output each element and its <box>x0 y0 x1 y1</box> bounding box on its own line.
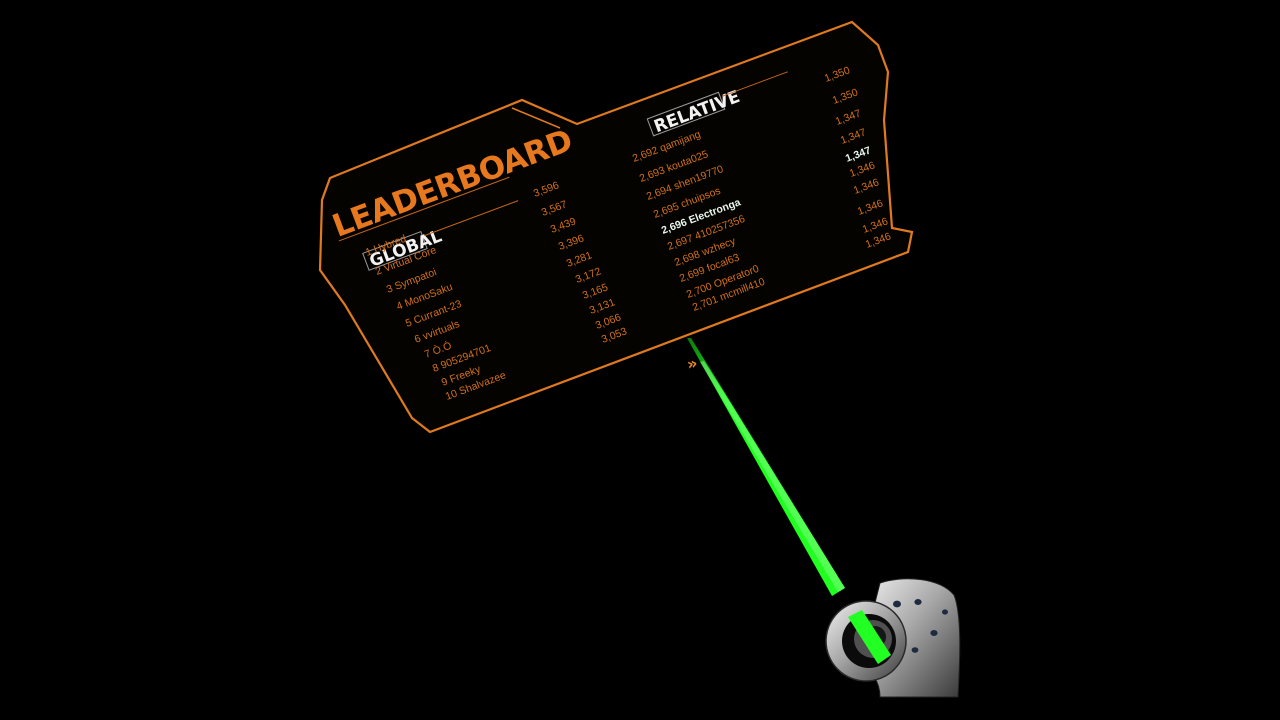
panel-frame <box>318 20 914 434</box>
vr-controller-icon[interactable] <box>825 578 961 698</box>
leaderboard-panel: LEADERBOARD GLOBAL RELATIVE 1 Hybred 2 V… <box>318 20 914 434</box>
laser-beam <box>687 338 845 596</box>
